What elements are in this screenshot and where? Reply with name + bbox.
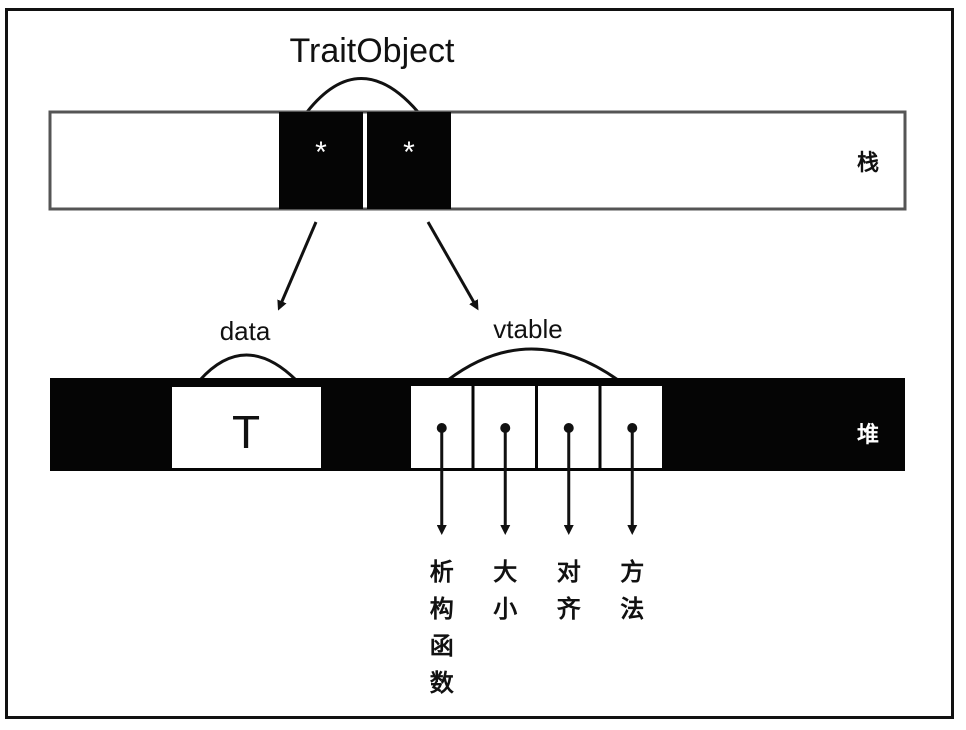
vtable-entry-dot <box>436 423 447 433</box>
data-pointer-cell <box>279 112 363 209</box>
vtable-entry-label-char: 小 <box>493 595 517 623</box>
vtable-entry-label-char: 构 <box>430 595 454 623</box>
vtable-entry-label-char: 函 <box>430 632 454 660</box>
vtable-brace <box>447 347 619 382</box>
vtable-label: vtable <box>493 314 562 344</box>
vtable-pointer-cell <box>367 112 451 209</box>
vtable-entry-label-char: 方 <box>620 558 644 586</box>
vtable-entry-label-char: 析 <box>430 558 454 586</box>
trait-object-brace <box>305 77 420 113</box>
data-value: T <box>232 406 260 458</box>
data-brace <box>198 353 298 382</box>
data-pointer-star: * <box>315 136 327 169</box>
vtable-pointer-arrow <box>426 221 479 311</box>
data-label: data <box>220 316 271 346</box>
diagram-frame <box>5 8 954 719</box>
vtable-entry-dot <box>563 423 574 433</box>
vtable-entry-dot <box>500 423 511 433</box>
vtable-pointer-star: * <box>403 136 415 169</box>
trait-object-title: TraitObject <box>289 32 455 70</box>
stack-bar <box>48 110 907 211</box>
vtable-entry-label-char: 齐 <box>557 595 582 623</box>
heap-label: 堆 <box>857 423 879 448</box>
vtable-entry-label-char: 大 <box>493 558 517 586</box>
data-box <box>172 387 321 468</box>
vtable-entry-dot <box>627 423 638 433</box>
vtable-entry-label-char: 数 <box>430 669 455 697</box>
vtable-entry-label-char: 对 <box>557 558 581 586</box>
vtable-entry-label-char: 法 <box>620 595 644 623</box>
stack-label: 栈 <box>857 151 879 176</box>
data-pointer-arrow <box>277 221 318 311</box>
